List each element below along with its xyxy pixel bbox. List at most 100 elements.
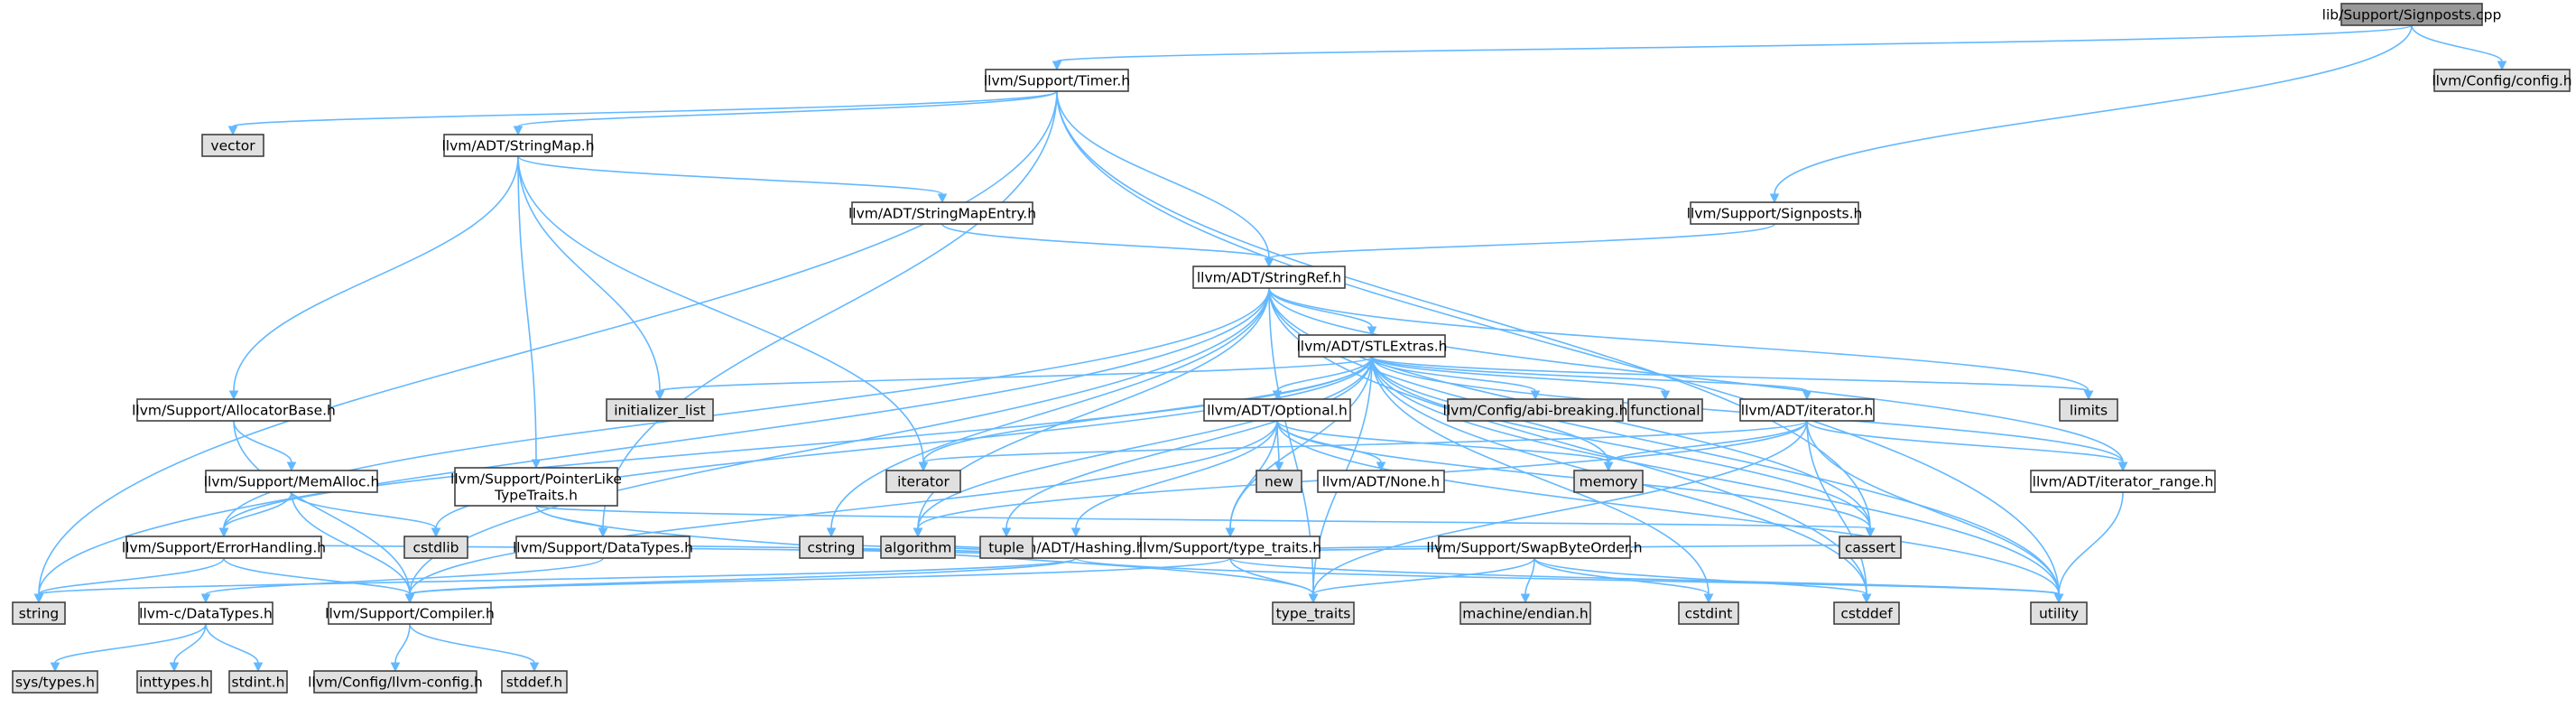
edge-stringmapentry_h-to-stringref_h <box>941 223 1270 259</box>
node-allocatorbase-h[interactable]: llvm/Support/AllocatorBase.h <box>132 398 336 422</box>
edge-arrowhead-compiler_h-to-stddef_h <box>529 662 540 673</box>
node-iterator-range-h[interactable]: llvm/ADT/iterator_range.h <box>2030 470 2216 493</box>
node-label: lib/Support/Signposts.cpp <box>2322 7 2502 23</box>
node-iterator-h[interactable]: llvm/ADT/iterator.h <box>1739 398 1875 422</box>
node-optional-h[interactable]: llvm/ADT/Optional.h <box>1203 398 1351 422</box>
edge-optional_h-to-memory <box>1276 420 1609 463</box>
node-box <box>985 69 1129 92</box>
edge-signposts_cpp-to-signposts_h <box>1774 24 2413 195</box>
node-errorhandling-h[interactable]: llvm/Support/ErrorHandling.h <box>122 536 326 559</box>
node-box <box>1459 601 1591 625</box>
node-timer-h[interactable]: llvm/Support/Timer.h <box>984 69 1130 92</box>
node-signposts-h[interactable]: llvm/Support/Signposts.h <box>1687 201 1863 225</box>
node-box <box>1833 601 1900 625</box>
edge-swapbyteorder_h-to-machine_endian_h <box>1524 557 1535 595</box>
edge-memalloc_h-to-cstdlib <box>291 491 437 529</box>
node-label: cstdint <box>1685 606 1733 622</box>
node-label: llvm/Support/Timer.h <box>984 73 1130 89</box>
node-string: string <box>12 601 66 625</box>
edge-errorhandling_h-to-compiler_h <box>223 557 411 595</box>
edge-arrowhead-optional_h-to-hashing_h <box>1070 527 1081 538</box>
node-label: TypeTraits.h <box>494 488 578 504</box>
edge-arrowhead-signposts_cpp-to-config_h <box>2497 61 2507 71</box>
node-box <box>1678 601 1739 625</box>
node-label: llvm/Support/MemAlloc.h <box>204 474 380 490</box>
node-label: llvm/Support/Signposts.h <box>1687 206 1863 222</box>
node-box <box>12 670 98 694</box>
edge-stringmap_h-to-stringmapentry_h <box>517 155 943 195</box>
node-sys-types-h: sys/types.h <box>12 670 98 694</box>
node-c-datatypes-h[interactable]: llvm-c/DataTypes.h <box>138 601 273 625</box>
node-swapbyteorder-h[interactable]: llvm/Support/SwapByteOrder.h <box>1426 536 1643 559</box>
edge-arrowhead-stlextras_h-to-iterator_h <box>1802 390 1812 401</box>
node-box <box>454 467 618 507</box>
node-box <box>2059 398 2118 422</box>
edge-stlextras_h-to-algorithm <box>917 356 1373 529</box>
edge-arrowhead-timer_h-to-stringmap_h <box>513 126 524 136</box>
node-label: cstdlib <box>413 540 459 556</box>
edge-type_traits_h-to-utility <box>1229 557 2060 595</box>
edge-iterator_range_h-to-utility <box>2058 491 2124 595</box>
edge-type_traits_h-to-compiler_h <box>409 557 1231 595</box>
node-hashing-h[interactable]: llvm/ADT/Hashing.h <box>1005 536 1147 559</box>
node-label: sys/types.h <box>15 675 95 691</box>
edge-signposts_cpp-to-config_h <box>2411 24 2503 62</box>
node-label: llvm/Config/llvm-config.h <box>308 675 483 691</box>
node-label: stddef.h <box>506 675 562 691</box>
node-vector: vector <box>201 134 264 157</box>
edge-stlextras_h-to-optional_h <box>1276 356 1373 392</box>
node-none-h[interactable]: llvm/ADT/None.h <box>1317 470 1445 493</box>
node-signposts-cpp: lib/Support/Signposts.cpp <box>2322 3 2502 26</box>
edge-iterator_h-to-iterator_range_h <box>1806 420 2124 463</box>
node-type-traits-h[interactable]: llvm/Support/type_traits.h <box>1139 536 1321 559</box>
edge-signposts_cpp-to-timer_h <box>1056 24 2413 62</box>
edge-timer_h-to-cassert <box>1056 90 1871 529</box>
edge-iterator_h-to-iterator <box>922 420 1808 463</box>
edge-allocatorbase_h-to-compiler_h <box>233 420 411 595</box>
edge-stlextras_h-to-initializer_list <box>659 356 1373 392</box>
node-stringmap-h[interactable]: llvm/ADT/StringMap.h <box>441 134 595 157</box>
node-new: new <box>1256 470 1302 493</box>
node-label: initializer_list <box>614 403 706 420</box>
node-limits: limits <box>2059 398 2118 422</box>
node-compiler-h[interactable]: llvm/Support/Compiler.h <box>325 601 495 625</box>
node-label: llvm/ADT/Optional.h <box>1207 403 1348 419</box>
edge-stlextras_h-to-functional <box>1371 356 1666 392</box>
node-box <box>136 670 212 694</box>
edge-arrowhead-swapbyteorder_h-to-machine_endian_h <box>1520 593 1531 604</box>
node-label: vector <box>210 138 255 154</box>
edge-optional_h-to-hashing_h <box>1075 420 1278 529</box>
edge-compiler_h-to-llvm_config_h <box>394 623 411 664</box>
edge-arrowhead-optional_h-to-new <box>1274 461 1284 472</box>
edge-stringref_h-to-string <box>38 287 1270 595</box>
node-box <box>885 470 961 493</box>
node-label: llvm/Support/PointerLike <box>450 471 622 488</box>
nodes-layer: lib/Support/Signposts.cpp llvm/Support/Ti… <box>12 3 2572 694</box>
node-stringref-h[interactable]: llvm/ADT/StringRef.h <box>1192 266 1346 289</box>
node-stlextras-h[interactable]: llvm/ADT/STLExtras.h <box>1296 334 1448 358</box>
edge-arrowhead-memalloc_h-to-errorhandling_h <box>218 527 229 538</box>
node-box <box>228 670 288 694</box>
edge-arrowhead-c_datatypes_h-to-stdint_h <box>253 662 264 673</box>
node-label: utility <box>2039 606 2079 622</box>
edge-timer_h-to-utility <box>1056 90 2060 595</box>
edge-hashing_h-to-utility <box>1075 557 2060 595</box>
node-box <box>515 536 690 559</box>
node-memalloc-h[interactable]: llvm/Support/MemAlloc.h <box>204 470 380 493</box>
edge-c_datatypes_h-to-stdint_h <box>205 623 259 664</box>
node-box <box>1627 398 1703 422</box>
edge-arrowhead-type_traits_h-to-utility <box>2053 593 2064 604</box>
edge-arrowhead-c_datatypes_h-to-inttypes_h <box>169 662 180 673</box>
node-label: llvm/ADT/StringMap.h <box>441 138 594 154</box>
edge-arrowhead-optional_h-to-none_h <box>1376 461 1386 472</box>
node-box <box>2030 470 2216 493</box>
node-stringmapentry-h[interactable]: llvm/ADT/StringMapEntry.h <box>848 201 1036 225</box>
node-datatypes-h[interactable]: llvm/Support/DataTypes.h <box>513 536 693 559</box>
edge-arrowhead-stringref_h-to-stlextras_h <box>1367 326 1377 337</box>
node-box <box>2433 69 2571 92</box>
edge-hashing_h-to-compiler_h <box>409 557 1077 595</box>
node-label: llvm/Support/ErrorHandling.h <box>122 540 326 556</box>
node-label: iterator <box>897 474 950 490</box>
edge-arrowhead-stlextras_h-to-initializer_list <box>654 390 665 401</box>
